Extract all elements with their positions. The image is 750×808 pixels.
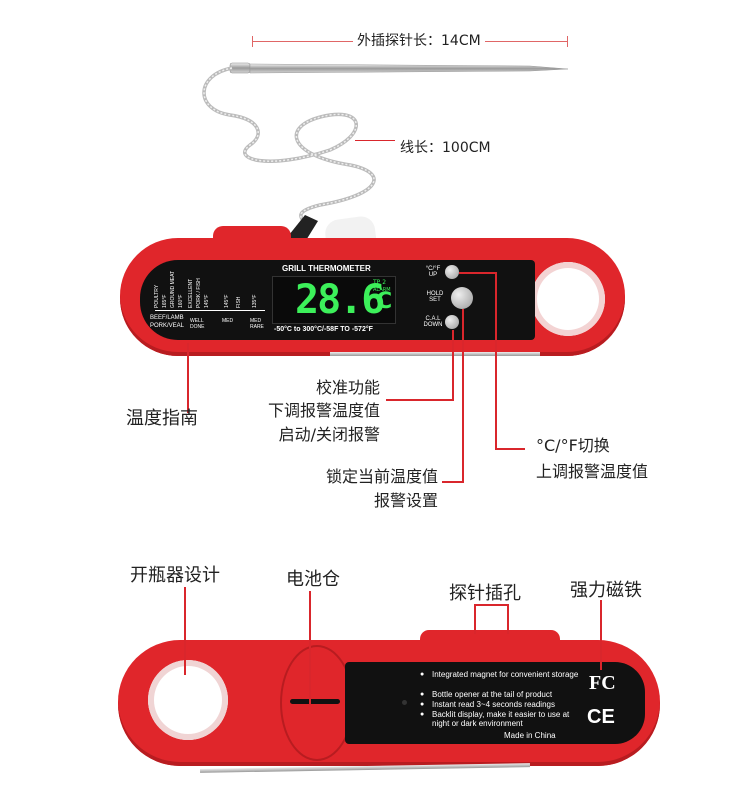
back-bullet-2: Bottle opener at the tail of product xyxy=(420,690,582,699)
lcd-unit: C xyxy=(376,289,393,314)
lcd-reading: 28.6 xyxy=(295,277,385,323)
battery-cover[interactable] xyxy=(280,645,354,761)
cal-pointer xyxy=(452,330,454,400)
dimension-tick-left xyxy=(252,36,253,47)
guide-beef-lamb: BEEF/LAMB xyxy=(150,315,184,321)
btn-cal-label-top: C.A.L xyxy=(425,316,441,322)
calibration-label: 校准功能 xyxy=(315,378,380,397)
brand-title: GRILL THERMOMETER xyxy=(282,264,371,273)
magnet-pointer xyxy=(600,600,602,670)
lcd-display: 28.6 C TP 2 ALARM xyxy=(272,276,396,324)
dimension-tick-right xyxy=(567,36,568,47)
upper-alarm-label: 上调报警温度值 xyxy=(536,462,649,481)
btn-cf-label-bottom: UP xyxy=(428,272,438,278)
back-bullet-3: Instant read 3~4 seconds readings xyxy=(420,700,582,709)
socket-pointer-left xyxy=(474,604,476,634)
probe-and-cable xyxy=(202,62,569,250)
cal-down-button[interactable] xyxy=(445,315,459,329)
magnet-label: 强力磁铁 xyxy=(570,580,642,601)
alarm-toggle-label: 启动/关闭报警 xyxy=(278,425,380,444)
cf-pointer-v xyxy=(495,272,497,450)
btn-cf-label-top: °C/°F xyxy=(425,266,441,272)
battery-slot-icon xyxy=(290,699,340,704)
cable-length-pointer xyxy=(355,140,395,141)
probe-length-label: 外插探针长：14CM xyxy=(353,30,485,50)
btn-hold-label-bottom: SET xyxy=(429,297,441,303)
back-bullet-4: Backlit display, make it easier to use a… xyxy=(420,710,572,728)
front-probe-rod xyxy=(330,352,540,356)
speaker-hole-icon xyxy=(402,700,407,705)
lower-alarm-label: 下调报警温度值 xyxy=(267,401,380,420)
made-in-china: Made in China xyxy=(504,731,556,740)
unit-switch-label: °C/°F切换 xyxy=(536,436,610,455)
lock-temp-label: 锁定当前温度值 xyxy=(325,467,438,486)
bottle-opener-hole[interactable] xyxy=(148,660,228,740)
range-text: -50°C to 300°C/-58F TO -572°F xyxy=(274,326,373,333)
socket-pointer-right xyxy=(507,604,509,634)
guide-med: MED xyxy=(222,318,234,324)
cf-pointer-end xyxy=(495,448,525,450)
bottle-opener-label: 开瓶器设计 xyxy=(130,565,220,586)
probe-socket-label: 探针插孔 xyxy=(449,583,521,604)
hold-set-button[interactable] xyxy=(451,287,473,309)
guide-well: WELL xyxy=(190,318,204,324)
battery-label: 电池仓 xyxy=(286,569,340,590)
temp-guide-label: 温度指南 xyxy=(126,408,198,429)
cal-pointer-h xyxy=(386,399,454,401)
bottle-opener-pointer xyxy=(184,587,186,675)
fcc-logo-icon: FC xyxy=(589,672,616,694)
hold-pointer xyxy=(462,309,464,483)
guide-med-rare-top: MED xyxy=(250,318,262,324)
ce-logo-icon: CE xyxy=(587,706,615,728)
temperature-guide-chart: POULTRY 165°F GROUND MEAT 160°F EXCELLEN… xyxy=(150,270,265,330)
cf-pointer-h xyxy=(459,272,497,274)
front-hanging-hole[interactable] xyxy=(531,262,605,336)
cable-length-label: 线长：100CM xyxy=(400,140,491,156)
socket-pointer-top xyxy=(474,604,509,606)
btn-cal-label-bottom: DOWN xyxy=(423,322,443,328)
alarm-setting-label: 报警设置 xyxy=(373,491,438,510)
hold-pointer-h xyxy=(442,481,464,483)
btn-hold-label-top: HOLD xyxy=(426,291,444,297)
lcd-tp-label: TP 2 xyxy=(373,279,387,286)
back-bullet-1: Integrated magnet for convenient storage xyxy=(420,670,582,679)
temp-guide-pointer xyxy=(187,343,189,413)
guide-done: DONE xyxy=(190,324,205,330)
cf-up-button[interactable] xyxy=(445,265,459,279)
guide-pork-veal: PORK/VEAL xyxy=(150,323,185,329)
lcd-alarm-label: ALARM xyxy=(373,287,391,293)
guide-rare: RARE xyxy=(250,324,264,330)
battery-pointer xyxy=(309,591,311,705)
